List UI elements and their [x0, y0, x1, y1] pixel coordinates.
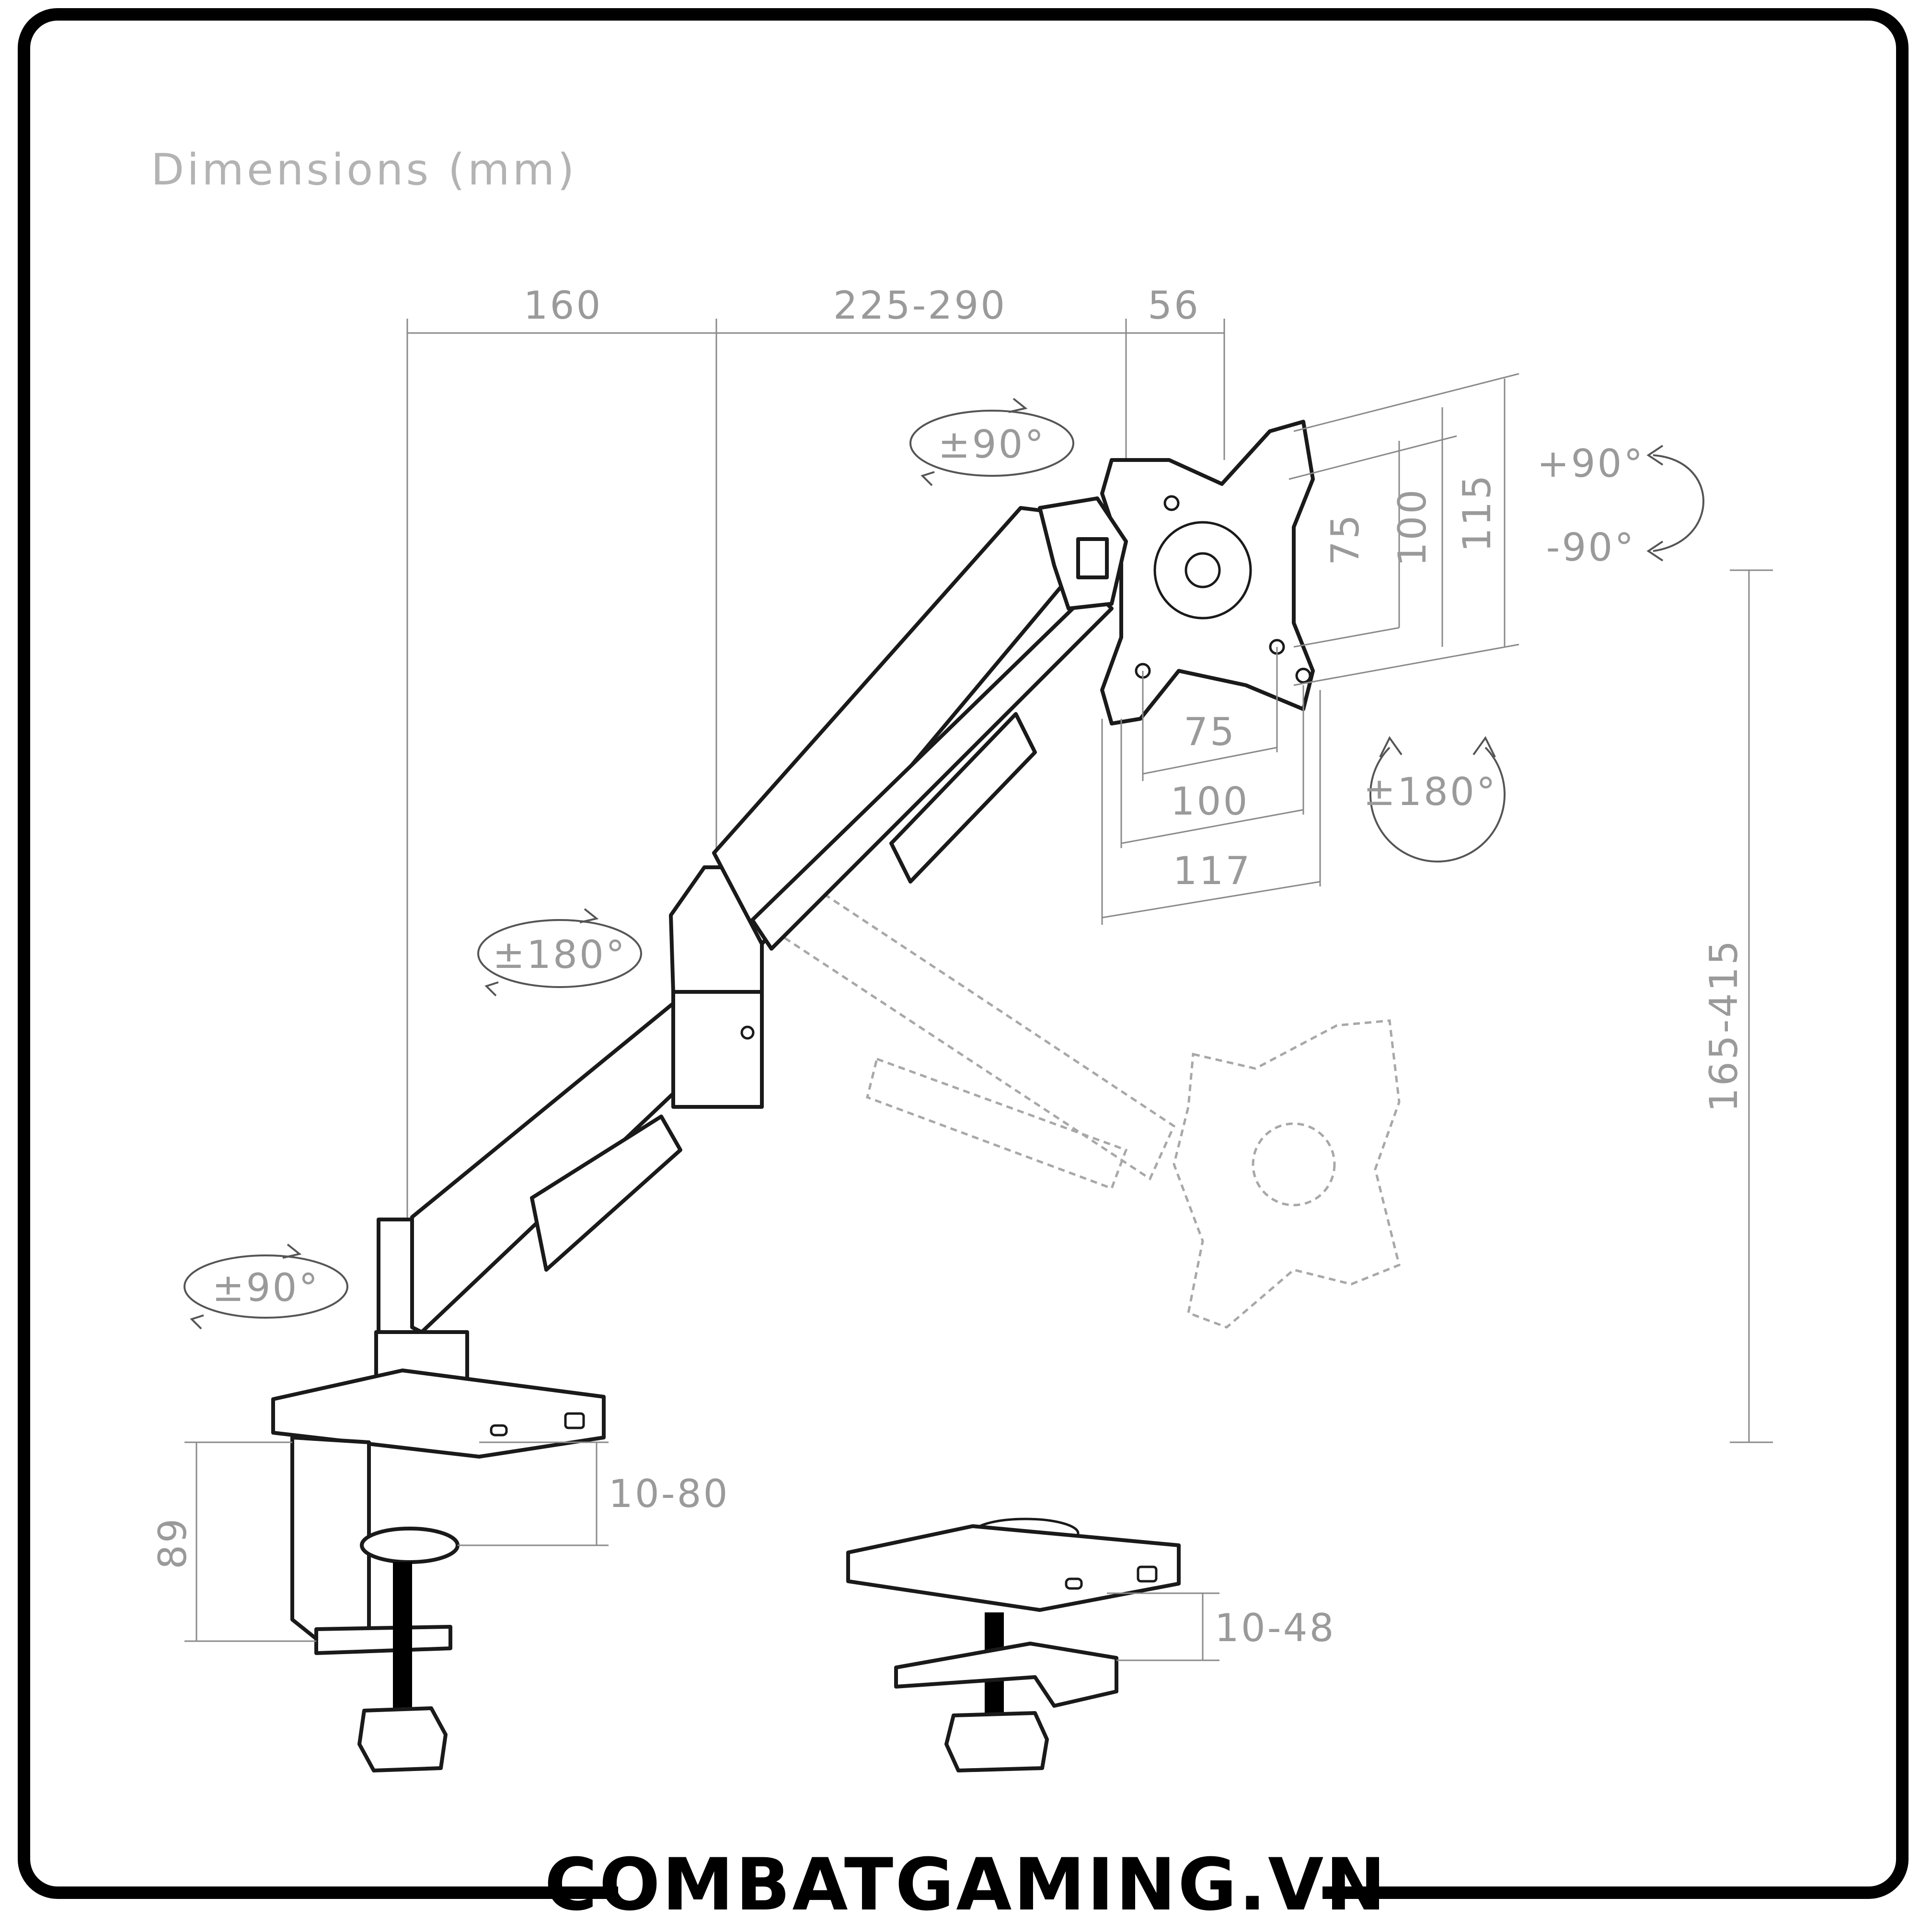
tilt-down-label: -90° — [1546, 525, 1636, 570]
swivel-circle — [1369, 736, 1506, 862]
dim-vesa-v-100: 100 — [1390, 488, 1435, 567]
dim-clamp-10-80: 10-80 — [609, 1472, 729, 1516]
clamp-dimension-lines — [184, 1441, 609, 1642]
grommet-base — [846, 1518, 1219, 1772]
dim-vesa-h-100: 100 — [1171, 779, 1250, 824]
dim-height-range: 165-415 — [1702, 939, 1746, 1112]
brand-backdrop — [618, 1850, 1322, 1921]
rotation-base-label: ±90° — [212, 1265, 320, 1310]
swivel-label: ±180° — [1363, 770, 1497, 814]
tilt-up-label: +90° — [1537, 441, 1645, 486]
rotation-head-label: ±90° — [938, 422, 1046, 467]
rotation-elbow-label: ±180° — [493, 932, 627, 977]
rotation-head-ellipse — [909, 398, 1074, 486]
dim-vesa-v-115: 115 — [1455, 473, 1499, 552]
clamp-base — [271, 1330, 606, 1772]
dim-top-56: 56 — [1148, 283, 1200, 328]
monitor-arm — [377, 496, 1128, 1339]
dim-grommet-10-48: 10-48 — [1215, 1606, 1335, 1650]
tilt-arrow — [1646, 445, 1704, 562]
rotation-elbow-ellipse — [477, 908, 642, 997]
vesa-horizontal-dims — [1101, 647, 1321, 925]
dim-vesa-h-75: 75 — [1184, 710, 1236, 754]
top-dimension-lines — [406, 319, 1225, 1227]
brand-logo: COMBATGAMING.VN — [544, 1843, 1388, 1927]
dim-top-225-290: 225-290 — [833, 283, 1007, 328]
dim-vesa-h-117: 117 — [1173, 849, 1252, 893]
diagram-title: Dimensions (mm) — [151, 145, 577, 195]
dim-top-160: 160 — [524, 283, 603, 328]
ghost-arm-position — [727, 841, 1401, 1329]
dim-clamp-89: 89 — [150, 1517, 195, 1569]
dim-vesa-v-75: 75 — [1323, 513, 1368, 565]
rotation-base-ellipse — [184, 1243, 348, 1330]
height-range-line — [1730, 569, 1773, 1443]
